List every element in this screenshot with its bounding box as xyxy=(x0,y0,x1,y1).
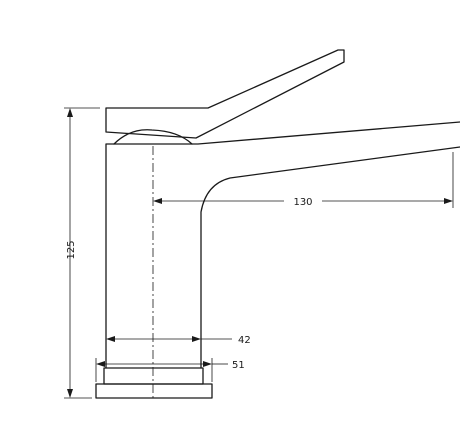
body-width-dimension: 42 xyxy=(106,335,251,346)
base-plate xyxy=(95,383,213,399)
body-width-dimension-label: 42 xyxy=(238,335,251,346)
lever-handle xyxy=(105,49,345,139)
reach-dimension-label: 130 xyxy=(293,197,312,208)
base-flange xyxy=(103,367,204,385)
height-dimension-label: 125 xyxy=(66,240,77,259)
faucet-body xyxy=(105,121,460,369)
handle-dome xyxy=(113,129,193,145)
reach-dimension: 130 xyxy=(153,152,454,208)
height-dimension: 125 xyxy=(64,107,100,399)
base-width-dimension: 51 xyxy=(95,358,245,382)
base-width-dimension-label: 51 xyxy=(232,360,245,371)
